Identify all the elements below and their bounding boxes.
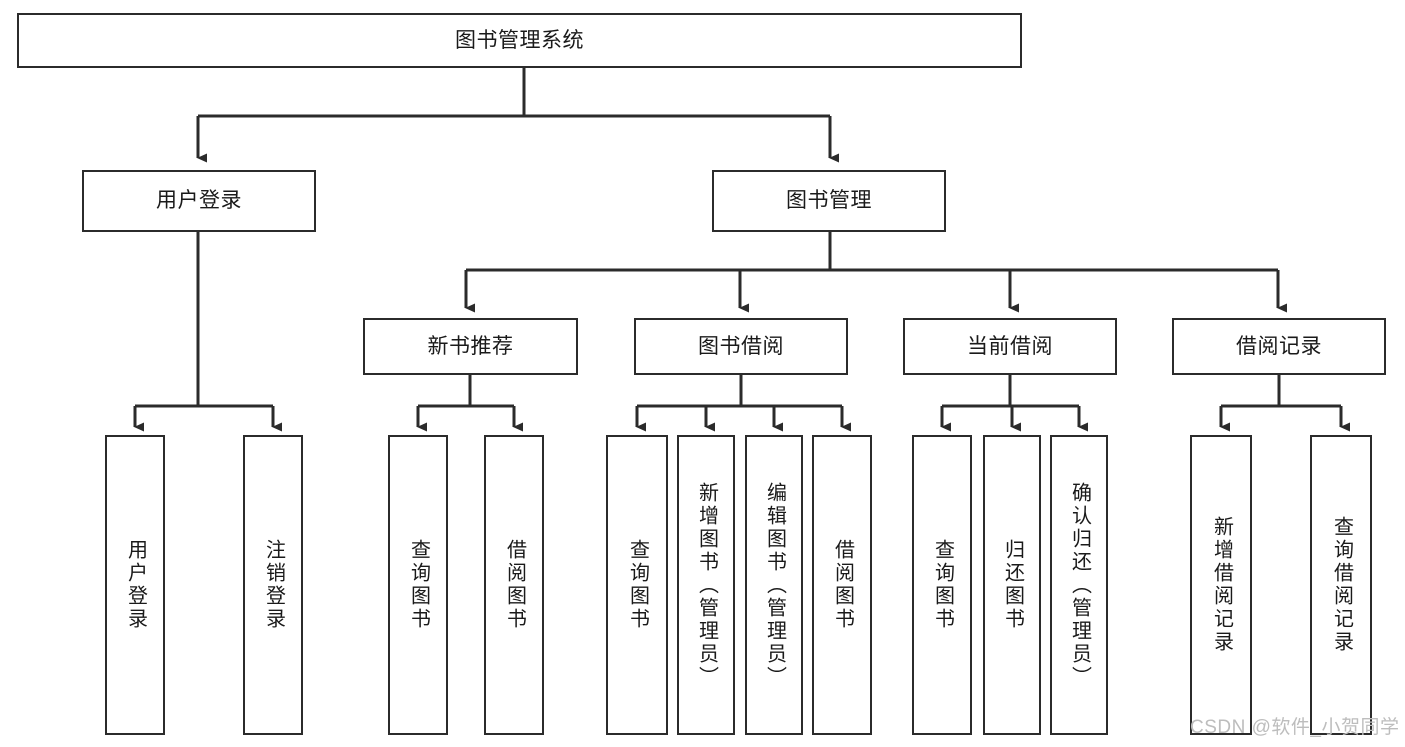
node-leaf-edit-book-admin[interactable]: 编辑图书（管理员） [745,435,803,735]
node-leaf-user-login-label: 用户登录 [124,539,147,631]
node-leaf-query-book-current-label: 查询图书 [931,539,954,631]
node-leaf-query-book-rec-label: 查询图书 [407,539,430,631]
node-leaf-query-borrow-record-label: 查询借阅记录 [1330,516,1353,654]
node-root-system[interactable]: 图书管理系统 [17,13,1022,68]
node-leaf-borrow-book-label: 借阅图书 [831,539,854,631]
watermark-text: CSDN @软件_小贺同学 [1190,717,1400,738]
node-book-manage[interactable]: 图书管理 [712,170,946,232]
node-leaf-return-book-label: 归还图书 [1001,539,1024,631]
node-leaf-add-borrow-record[interactable]: 新增借阅记录 [1190,435,1252,735]
node-new-book-rec[interactable]: 新书推荐 [363,318,578,375]
node-book-manage-label: 图书管理 [786,189,872,213]
node-leaf-user-logout[interactable]: 注销登录 [243,435,303,735]
node-leaf-query-book-borrow[interactable]: 查询图书 [606,435,668,735]
node-leaf-borrow-book-rec[interactable]: 借阅图书 [484,435,544,735]
node-leaf-user-logout-label: 注销登录 [262,539,285,631]
node-leaf-query-book-borrow-label: 查询图书 [626,539,649,631]
node-leaf-add-book-admin[interactable]: 新增图书（管理员） [677,435,735,735]
node-borrow-record[interactable]: 借阅记录 [1172,318,1386,375]
node-new-book-rec-label: 新书推荐 [427,334,514,358]
node-leaf-borrow-book[interactable]: 借阅图书 [812,435,872,735]
node-current-borrow[interactable]: 当前借阅 [903,318,1117,375]
node-leaf-query-book-current[interactable]: 查询图书 [912,435,972,735]
node-leaf-query-book-rec[interactable]: 查询图书 [388,435,448,735]
node-user-login-label: 用户登录 [156,189,242,213]
node-current-borrow-label: 当前借阅 [967,334,1053,358]
node-book-borrow[interactable]: 图书借阅 [634,318,848,375]
node-leaf-add-book-admin-label: 新增图书（管理员） [695,481,718,689]
node-borrow-record-label: 借阅记录 [1236,334,1322,358]
node-leaf-confirm-return-admin[interactable]: 确认归还（管理员） [1050,435,1108,735]
node-user-login[interactable]: 用户登录 [82,170,316,232]
node-leaf-edit-book-admin-label: 编辑图书（管理员） [763,481,786,689]
node-leaf-confirm-return-admin-label: 确认归还（管理员） [1068,481,1091,689]
node-leaf-user-login[interactable]: 用户登录 [105,435,165,735]
node-leaf-return-book[interactable]: 归还图书 [983,435,1041,735]
node-root-system-label: 图书管理系统 [455,28,584,52]
node-book-borrow-label: 图书借阅 [698,334,784,358]
node-leaf-add-borrow-record-label: 新增借阅记录 [1210,516,1233,654]
node-leaf-query-borrow-record[interactable]: 查询借阅记录 [1310,435,1372,735]
node-leaf-borrow-book-rec-label: 借阅图书 [503,539,526,631]
